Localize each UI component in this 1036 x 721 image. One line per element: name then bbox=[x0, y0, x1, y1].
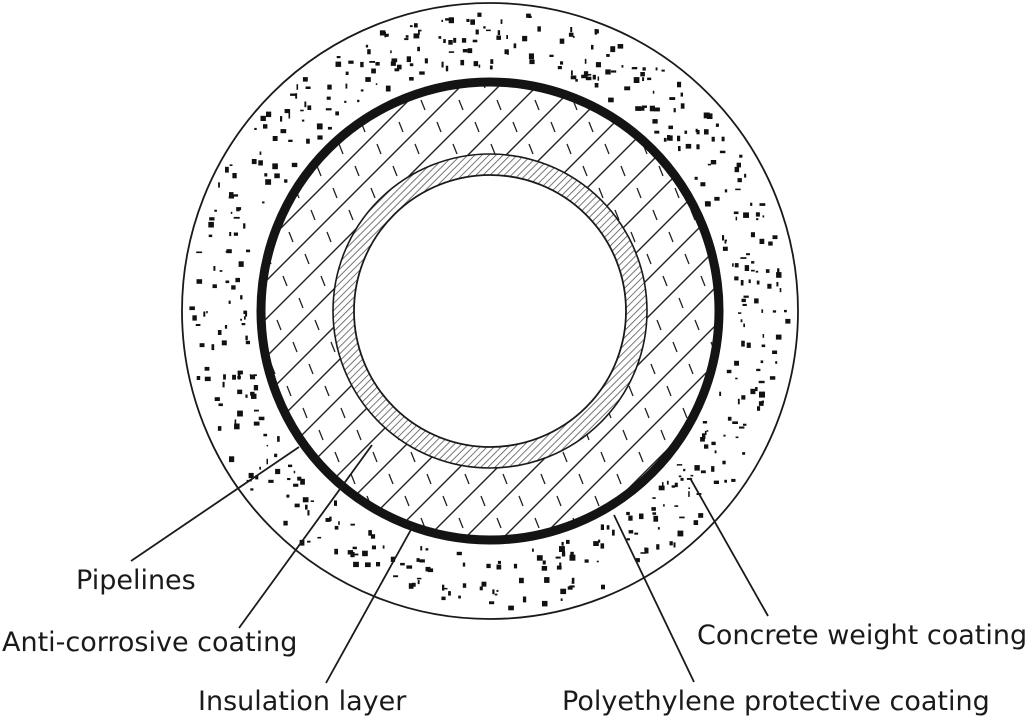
polyethylene-protective-coating bbox=[256, 77, 724, 545]
pipeline bbox=[353, 174, 627, 448]
leader-concrete bbox=[689, 477, 769, 617]
concrete-speckles bbox=[189, 12, 791, 611]
label-polyethylene-protective-coating: Polyethylene protective coating bbox=[562, 686, 990, 717]
label-insulation-layer: Insulation layer bbox=[198, 686, 407, 717]
leader-anti-corrosive bbox=[238, 444, 373, 629]
leader-pipelines bbox=[130, 446, 300, 562]
label-anti-corrosive-coating: Anti-corrosive coating bbox=[2, 627, 298, 658]
anti-corrosive-outer-edge bbox=[332, 153, 648, 469]
anti-corrosive-coating bbox=[333, 154, 647, 468]
label-concrete-weight-coating: Concrete weight coating bbox=[697, 620, 1028, 651]
label-pipelines: Pipelines bbox=[76, 565, 196, 596]
leader-lines bbox=[130, 444, 769, 684]
leader-polyethylene bbox=[613, 514, 695, 683]
leader-insulation bbox=[325, 525, 414, 684]
